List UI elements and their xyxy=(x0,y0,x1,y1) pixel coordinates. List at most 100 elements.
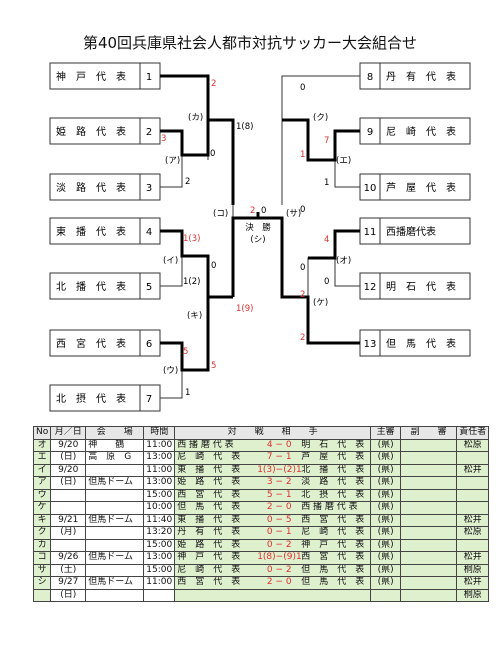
match-score: 0 − 2 xyxy=(266,564,292,575)
score: 1 xyxy=(324,178,329,188)
cell-sub-ref xyxy=(400,526,458,540)
cell-resp: 松原 xyxy=(456,438,490,452)
cell-time: 13:00 xyxy=(143,551,176,565)
right-team-box-9: 9 尼 崎 代 表 xyxy=(359,117,471,145)
cell-venue xyxy=(85,488,145,502)
match-label: (ア) xyxy=(165,156,180,166)
cell-resp: 松原 xyxy=(456,526,490,540)
match-label: (キ) xyxy=(187,311,202,321)
cell-time: 13:00 xyxy=(143,476,176,490)
team-seed: 1 xyxy=(146,72,152,83)
cell-time: 13:20 xyxy=(143,526,176,540)
away-team: 西 播 磨 代 表 xyxy=(301,502,358,513)
right-team-box-13: 13 但 馬 代 表 xyxy=(359,329,471,357)
cell-resp xyxy=(456,476,490,490)
cell-ref: (県) xyxy=(370,526,402,540)
cell-sub-ref xyxy=(400,463,458,477)
team-seed: 2 xyxy=(146,127,152,138)
cell-no: ウ xyxy=(32,488,52,502)
cell-sub-ref xyxy=(400,576,458,590)
right-team-box-8: 8 丹 有 代 表 xyxy=(359,62,471,90)
away-team: 神 戸 代 表 xyxy=(301,539,365,550)
away-team: 但 馬 代 表 xyxy=(301,564,365,575)
col-header: 責任者 xyxy=(456,426,490,440)
cell-ref: (県) xyxy=(370,476,402,490)
right-team-box-11: 11 西播磨代表 xyxy=(359,217,471,245)
team-name: 西 宮 代 表 xyxy=(56,337,126,350)
score: 0 xyxy=(261,206,266,216)
score: 5 xyxy=(183,347,188,357)
score: 2 xyxy=(211,79,216,89)
home-team: 但 馬 代 表 xyxy=(177,502,241,513)
away-team: 西 宮 代 表 xyxy=(301,514,365,525)
match-score: 5 − 1 xyxy=(266,489,292,500)
cell-sub-ref xyxy=(400,488,458,502)
cell-venue: 但馬ドーム xyxy=(85,476,145,490)
cell-no: エ xyxy=(32,451,52,465)
cell-resp: 松井 xyxy=(456,551,490,565)
team-seed: 4 xyxy=(146,227,152,238)
away-team: 北 摂 代 表 xyxy=(301,489,365,500)
score: 1(9) xyxy=(236,304,253,314)
team-name: 但 馬 代 表 xyxy=(386,337,456,350)
score: 0 xyxy=(210,149,215,159)
team-name: 丹 有 代 表 xyxy=(386,70,456,83)
score: 0 xyxy=(211,261,216,271)
cell-ref: (県) xyxy=(370,463,402,477)
cell-venue xyxy=(85,588,145,602)
cell-sub-ref xyxy=(400,563,458,577)
cell-sub-ref xyxy=(400,451,458,465)
cell-sub-ref xyxy=(400,513,458,527)
cell-resp: 桐原 xyxy=(456,563,490,577)
match-score: 1(8)−(9)1 xyxy=(257,552,302,563)
away-team: 淡 路 代 表 xyxy=(301,477,365,488)
home-team: 西 播 磨 代 表 xyxy=(177,439,234,450)
cell-sub-ref xyxy=(400,588,458,602)
cell-venue xyxy=(85,501,145,515)
cell-resp: 桐原 xyxy=(456,588,490,602)
right-team-box-12: 12 明 石 代 表 xyxy=(359,272,471,300)
match-score: 2 − 0 xyxy=(266,502,292,513)
away-team: 芦 屋 代 表 xyxy=(301,452,365,463)
cell-time: 11:00 xyxy=(143,463,176,477)
cell-ref: (県) xyxy=(370,513,402,527)
away-team: 明 石 代 表 xyxy=(301,439,365,450)
cell-venue: 但馬ドーム xyxy=(85,513,145,527)
score: 5 xyxy=(211,361,216,371)
cell-resp xyxy=(456,451,490,465)
score: 1 xyxy=(300,150,305,160)
team-seed: 9 xyxy=(367,127,373,138)
score: 2 xyxy=(300,290,305,300)
match-score: 0 − 2 xyxy=(266,539,292,550)
team-name: 北 播 代 表 xyxy=(56,280,126,293)
cell-match: 姫 路 代 表 0 − 2 神 戸 代 表 xyxy=(174,538,372,552)
cell-resp xyxy=(456,538,490,552)
team-name: 姫 路 代 表 xyxy=(56,125,126,138)
cell-date: 9/21 xyxy=(50,513,87,527)
left-team-box-3: 淡 路 代 表 3 xyxy=(49,173,161,201)
match-score: 0 − 1 xyxy=(266,527,292,538)
score: 1(2) xyxy=(183,277,200,287)
cell-no: カ xyxy=(32,538,52,552)
score: 2 xyxy=(185,177,190,187)
home-team: 姫 路 代 表 xyxy=(177,539,241,550)
team-seed: 13 xyxy=(364,339,377,350)
match-score: 4 − 0 xyxy=(266,439,292,450)
cell-date: (日) xyxy=(50,476,87,490)
cell-ref: (県) xyxy=(370,501,402,515)
cell-ref: (県) xyxy=(370,438,402,452)
cell-venue: 但馬ドーム xyxy=(85,576,145,590)
final-label: 決 勝 xyxy=(245,222,271,233)
cell-match: 但 馬 代 表 2 − 0 西 播 磨 代 表 xyxy=(174,501,372,515)
left-team-box-1: 神 戸 代 表 1 xyxy=(49,62,161,90)
col-header: 副 審 xyxy=(400,426,458,440)
cell-time: 15:00 xyxy=(143,538,176,552)
